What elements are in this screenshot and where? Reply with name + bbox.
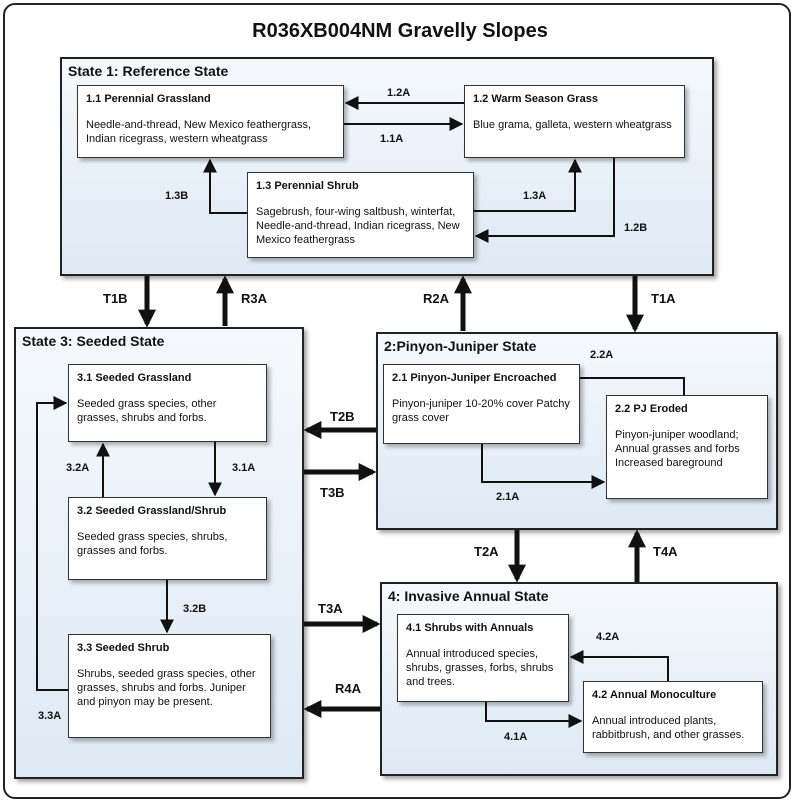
label-R2A: R2A (423, 291, 450, 306)
label-3-2B: 3.2B (183, 603, 207, 615)
label-T3B: T3B (320, 485, 345, 500)
community-4-1-title: 4.1 Shrubs with Annuals (406, 622, 534, 634)
community-4-1: 4.1 Shrubs with Annuals Annual introduce… (397, 614, 569, 702)
label-T2B: T2B (330, 409, 355, 424)
label-1-2B: 1.2B (624, 222, 648, 234)
state-1-title: State 1: Reference State (68, 63, 229, 79)
label-1-3B: 1.3B (165, 190, 189, 202)
state-4-title: 4: Invasive Annual State (388, 588, 549, 604)
community-3-2: 3.2 Seeded Grassland/Shrub Seeded grass … (68, 497, 267, 580)
community-2-2: 2.2 PJ Eroded Pinyon-juniper woodland; A… (606, 395, 768, 499)
label-2-1A: 2.1A (496, 491, 520, 503)
state-2-title: 2:Pinyon-Juniper State (384, 338, 537, 354)
community-1-3-title: 1.3 Perennial Shrub (256, 180, 359, 192)
community-3-3: 3.3 Seeded Shrub Shrubs, seeded grass sp… (68, 634, 271, 738)
label-2-2A: 2.2A (590, 349, 614, 361)
community-3-1: 3.1 Seeded Grassland Seeded grass specie… (68, 364, 267, 442)
label-T2A: T2A (474, 544, 499, 559)
community-4-2-desc: Annual introduced plants, rabbitbrush, a… (592, 715, 745, 741)
community-1-3: 1.3 Perennial Shrub Sagebrush, four-wing… (247, 172, 474, 258)
community-1-3-desc: Sagebrush, four-wing saltbush, winterfat… (256, 206, 460, 246)
label-T1A: T1A (651, 291, 676, 306)
label-1-1A: 1.1A (380, 133, 404, 145)
label-T3A: T3A (318, 601, 343, 616)
community-3-1-desc: Seeded grass species, other grasses, shr… (77, 398, 217, 424)
label-R4A: R4A (335, 681, 362, 696)
label-1-3A: 1.3A (523, 190, 547, 202)
label-3-2A: 3.2A (66, 462, 90, 474)
community-2-2-title: 2.2 PJ Eroded (615, 403, 688, 415)
community-3-1-title: 3.1 Seeded Grassland (77, 372, 192, 384)
label-R3A: R3A (241, 291, 268, 306)
diagram-title: R036XB004NM Gravelly Slopes (252, 20, 548, 42)
community-3-2-desc: Seeded grass species, shrubs, grasses an… (77, 531, 228, 557)
state-3-title: State 3: Seeded State (22, 333, 165, 349)
community-2-1-desc: Pinyon-juniper 10-20% cover Patchy grass… (392, 398, 570, 424)
community-3-3-title: 3.3 Seeded Shrub (77, 642, 170, 654)
community-1-1-desc: Needle-and-thread, New Mexico feathergra… (86, 119, 312, 145)
community-1-1-title: 1.1 Perennial Grassland (86, 93, 211, 105)
label-1-2A: 1.2A (387, 87, 411, 99)
community-1-2: 1.2 Warm Season Grass Blue grama, gallet… (464, 85, 685, 158)
community-4-1-desc: Annual introduced species, shrubs, grass… (406, 648, 554, 688)
community-1-1: 1.1 Perennial Grassland Needle-and-threa… (77, 85, 344, 158)
community-1-2-title: 1.2 Warm Season Grass (473, 93, 598, 105)
label-4-1A: 4.1A (504, 731, 528, 743)
label-3-1A: 3.1A (232, 462, 256, 474)
community-2-1-title: 2.1 Pinyon-Juniper Encroached (392, 372, 557, 384)
label-3-3A: 3.3A (38, 710, 62, 722)
community-2-1: 2.1 Pinyon-Juniper Encroached Pinyon-jun… (383, 364, 580, 444)
community-3-3-desc: Shrubs, seeded grass species, other gras… (77, 668, 256, 708)
label-T4A: T4A (653, 544, 678, 559)
community-3-2-title: 3.2 Seeded Grassland/Shrub (77, 505, 227, 517)
community-1-2-desc: Blue grama, galleta, western wheatgrass (473, 119, 672, 131)
label-T1B: T1B (103, 291, 128, 306)
label-4-2A: 4.2A (596, 631, 620, 643)
community-2-2-desc: Pinyon-juniper woodland; Annual grasses … (615, 429, 740, 469)
community-4-2-title: 4.2 Annual Monoculture (592, 689, 717, 701)
community-4-2: 4.2 Annual Monoculture Annual introduced… (583, 681, 763, 753)
